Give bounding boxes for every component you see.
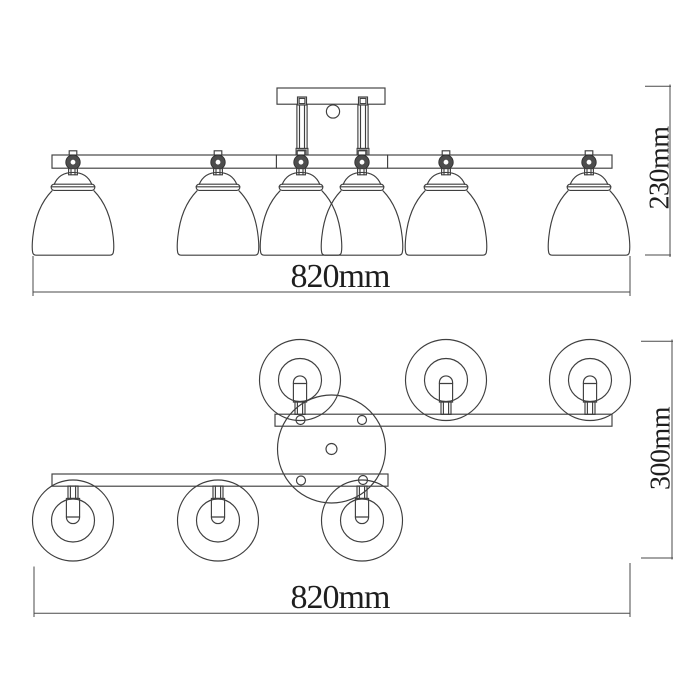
plan-width-dimension: 820mm (33, 563, 631, 617)
screw-hole (356, 414, 368, 426)
ceiling-plate (276, 87, 386, 105)
hanger-rod-right (356, 96, 370, 158)
plan-lamp-3 (548, 338, 632, 422)
plan-lamp-2 (404, 338, 488, 422)
fixture-bar (51, 154, 613, 169)
plan-width-dimension-lines (33, 563, 631, 617)
plan-lamp-4 (31, 479, 115, 562)
plan-height-dimension: 300mm (641, 339, 677, 560)
ceiling-plate-hole (325, 104, 341, 119)
front-height-dimension-label: 230mm (645, 126, 676, 210)
front-elevation-view: 820mm 230mm (31, 84, 676, 296)
front-height-dimension: 230mm (645, 84, 676, 257)
plan-height-dimension-label: 300mm (646, 406, 677, 490)
plan-height-dimension-lines (641, 339, 673, 560)
front-width-dimension: 820mm (32, 256, 631, 296)
canopy-center-hole (325, 442, 338, 456)
plan-view: 820mm 300mm (31, 338, 677, 617)
canopy-circle (276, 394, 387, 504)
plan-lamp-6 (320, 479, 404, 562)
screw-hole (295, 475, 307, 486)
front-width-dimension-lines (32, 256, 631, 296)
front-width-dimension-label: 820mm (291, 258, 390, 295)
plan-lamp-5 (176, 479, 260, 562)
fixture-bar-joints (275, 154, 389, 169)
plan-width-dimension-label: 820mm (291, 579, 390, 616)
front-height-dimension-lines (645, 84, 671, 257)
hanger-rod-left (295, 96, 309, 158)
plan-lamp-1 (258, 338, 342, 422)
